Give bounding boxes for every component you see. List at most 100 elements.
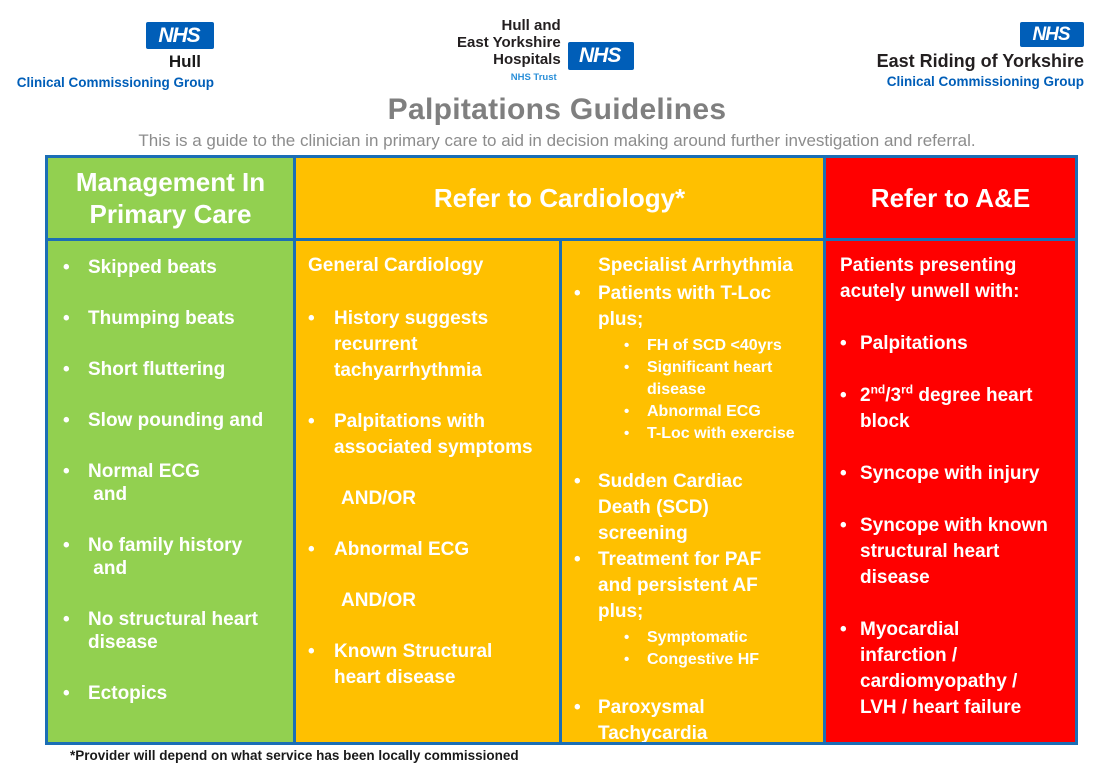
list-item: Syncope with known structural heart dise… bbox=[840, 513, 1067, 591]
item-text: Significant heart disease bbox=[647, 359, 773, 398]
org-name: Hull bbox=[168, 52, 201, 71]
header-refer-to-cardiology: Refer to Cardiology* bbox=[296, 158, 823, 238]
bullet-icon bbox=[63, 608, 88, 631]
org-subtitle: Clinical Commissioning Group bbox=[16, 75, 214, 90]
item-text: Treatment for PAF and persistent AF plus… bbox=[598, 549, 762, 622]
provider-footnote: *Provider will depend on what service ha… bbox=[70, 748, 519, 763]
list-item: Palpitations with associated symptoms bbox=[308, 409, 551, 461]
item-text: No structural heart disease bbox=[88, 609, 258, 653]
bullet-icon bbox=[63, 409, 88, 432]
general-cardiology-column: General Cardiology History suggests recu… bbox=[296, 241, 559, 742]
general-cardiology-list: History suggests recurrent tachyarrhythm… bbox=[308, 306, 551, 461]
bullet-icon bbox=[840, 331, 860, 357]
list-item: Thumping beats bbox=[63, 307, 287, 330]
sub-list-item: Significant heart disease bbox=[624, 357, 817, 401]
bullet-icon bbox=[63, 534, 88, 557]
list-item: Sudden Cardiac Death (SCD) screening bbox=[574, 469, 817, 547]
list-item: 2nd/3rd degree heart block bbox=[840, 383, 1067, 435]
specialist-arrhythmia-list: Patients with T-Loc plus; FH of SCD <40y… bbox=[574, 281, 817, 742]
list-item: Short fluttering bbox=[63, 358, 287, 381]
list-item: No structural heart disease bbox=[63, 608, 287, 654]
general-cardiology-list: Abnormal ECG bbox=[308, 537, 551, 563]
list-item: Palpitations bbox=[840, 331, 1067, 357]
nhs-hull-east-yorkshire-hospitals-logo: Hull and East Yorkshire Hospitals NHS Tr… bbox=[457, 17, 634, 83]
bullet-icon bbox=[63, 460, 88, 483]
bullet-icon bbox=[574, 695, 598, 721]
bullet-icon bbox=[624, 649, 647, 671]
degree-base: 2 bbox=[860, 385, 871, 406]
nhs-hull-ccg-logo: NHS Hull Clinical Commissioning Group bbox=[17, 22, 214, 90]
sub-list-item: Abnormal ECG bbox=[624, 401, 817, 423]
nhs-wordmark-icon: NHS bbox=[1020, 22, 1084, 47]
item-text: FH of SCD <40yrs bbox=[647, 337, 782, 354]
bullet-icon bbox=[624, 357, 647, 379]
item-text: Normal ECG and bbox=[88, 461, 200, 505]
nhs-wordmark-icon: NHS bbox=[567, 42, 634, 70]
header-management-primary-care: Management In Primary Care bbox=[48, 158, 293, 238]
item-text: Patients with T-Loc plus; bbox=[598, 283, 772, 330]
item-text: No family history and bbox=[88, 535, 243, 579]
item-text: Abnormal ECG bbox=[647, 403, 761, 420]
list-item: Skipped beats bbox=[63, 256, 287, 279]
and-or-connector: AND/OR bbox=[341, 590, 416, 611]
sub-list-item: Congestive HF bbox=[624, 649, 817, 671]
item-text: Palpitations with associated symptoms bbox=[334, 411, 533, 458]
degree-superscript: rd bbox=[901, 382, 914, 397]
bullet-icon bbox=[308, 639, 334, 665]
nhs-east-riding-ccg-logo: NHS East Riding of Yorkshire Clinical Co… bbox=[877, 22, 1084, 89]
degree-rest: degree heart block bbox=[860, 385, 1033, 432]
degree-superscript: nd bbox=[870, 382, 886, 397]
column-heading: General Cardiology bbox=[308, 255, 484, 276]
sub-list: Symptomatic Congestive HF bbox=[624, 627, 817, 671]
list-item: Paroxysmal Tachycardia bbox=[574, 695, 817, 742]
bullet-icon bbox=[624, 627, 647, 649]
item-text: Ectopics bbox=[88, 683, 168, 704]
page-title: Palpitations Guidelines bbox=[387, 93, 727, 126]
bullet-icon bbox=[63, 682, 88, 705]
primary-care-column: Skipped beats Thumping beats Short flutt… bbox=[48, 241, 293, 742]
palpitations-guidelines-table: Management In Primary Care Refer to Card… bbox=[45, 155, 1078, 745]
bullet-icon bbox=[840, 617, 860, 643]
column-heading: Patients presenting acutely unwell with: bbox=[840, 255, 1020, 302]
item-text: History suggests recurrent tachyarrhythm… bbox=[334, 308, 489, 381]
item-text: Myocardial infarction / cardiomyopathy /… bbox=[860, 619, 1022, 718]
bullet-icon bbox=[63, 307, 88, 330]
item-text: Thumping beats bbox=[88, 308, 235, 329]
list-item: Abnormal ECG bbox=[308, 537, 551, 563]
ae-list: Palpitations 2nd/3rd degree heart block … bbox=[840, 331, 1067, 721]
item-text: Congestive HF bbox=[647, 651, 760, 668]
bullet-icon bbox=[624, 335, 647, 357]
specialist-arrhythmia-column: Specialist Arrhythmia Patients with T-Lo… bbox=[562, 241, 823, 742]
org-subtitle: Clinical Commissioning Group bbox=[886, 74, 1084, 89]
org-name: East Riding of Yorkshire bbox=[876, 51, 1084, 71]
nhs-wordmark-icon: NHS bbox=[146, 22, 214, 49]
sub-list-item: Symptomatic bbox=[624, 627, 817, 649]
list-item: Syncope with injury bbox=[840, 461, 1067, 487]
list-item: Normal ECG and bbox=[63, 460, 287, 506]
bullet-icon bbox=[624, 401, 647, 423]
item-text: Sudden Cardiac Death (SCD) screening bbox=[598, 471, 743, 544]
item-text: Slow pounding and bbox=[88, 410, 264, 431]
item-text: Symptomatic bbox=[647, 629, 748, 646]
primary-care-list: Skipped beats Thumping beats Short flutt… bbox=[63, 256, 287, 705]
org-subtitle: NHS Trust bbox=[510, 72, 557, 83]
bullet-icon bbox=[840, 513, 860, 539]
list-item: History suggests recurrent tachyarrhythm… bbox=[308, 306, 551, 384]
item-text: Syncope with injury bbox=[860, 463, 1040, 484]
bullet-icon bbox=[574, 469, 598, 495]
item-text: 2nd/3rd degree heart block bbox=[860, 383, 1032, 435]
list-item: Myocardial infarction / cardiomyopathy /… bbox=[840, 617, 1067, 721]
bullet-icon bbox=[624, 423, 647, 445]
and-or-connector: AND/OR bbox=[341, 488, 416, 509]
bullet-icon bbox=[840, 461, 860, 487]
item-text: Skipped beats bbox=[88, 257, 217, 278]
list-item: Patients with T-Loc plus; FH of SCD <40y… bbox=[574, 281, 817, 445]
list-item: Treatment for PAF and persistent AF plus… bbox=[574, 547, 817, 671]
bullet-icon bbox=[308, 306, 334, 332]
bullet-icon bbox=[308, 537, 334, 563]
degree-base: /3 bbox=[885, 385, 902, 406]
bullet-icon bbox=[63, 358, 88, 381]
bullet-icon bbox=[308, 409, 334, 435]
item-text: Known Structural heart disease bbox=[334, 641, 493, 688]
list-item: No family history and bbox=[63, 534, 287, 580]
